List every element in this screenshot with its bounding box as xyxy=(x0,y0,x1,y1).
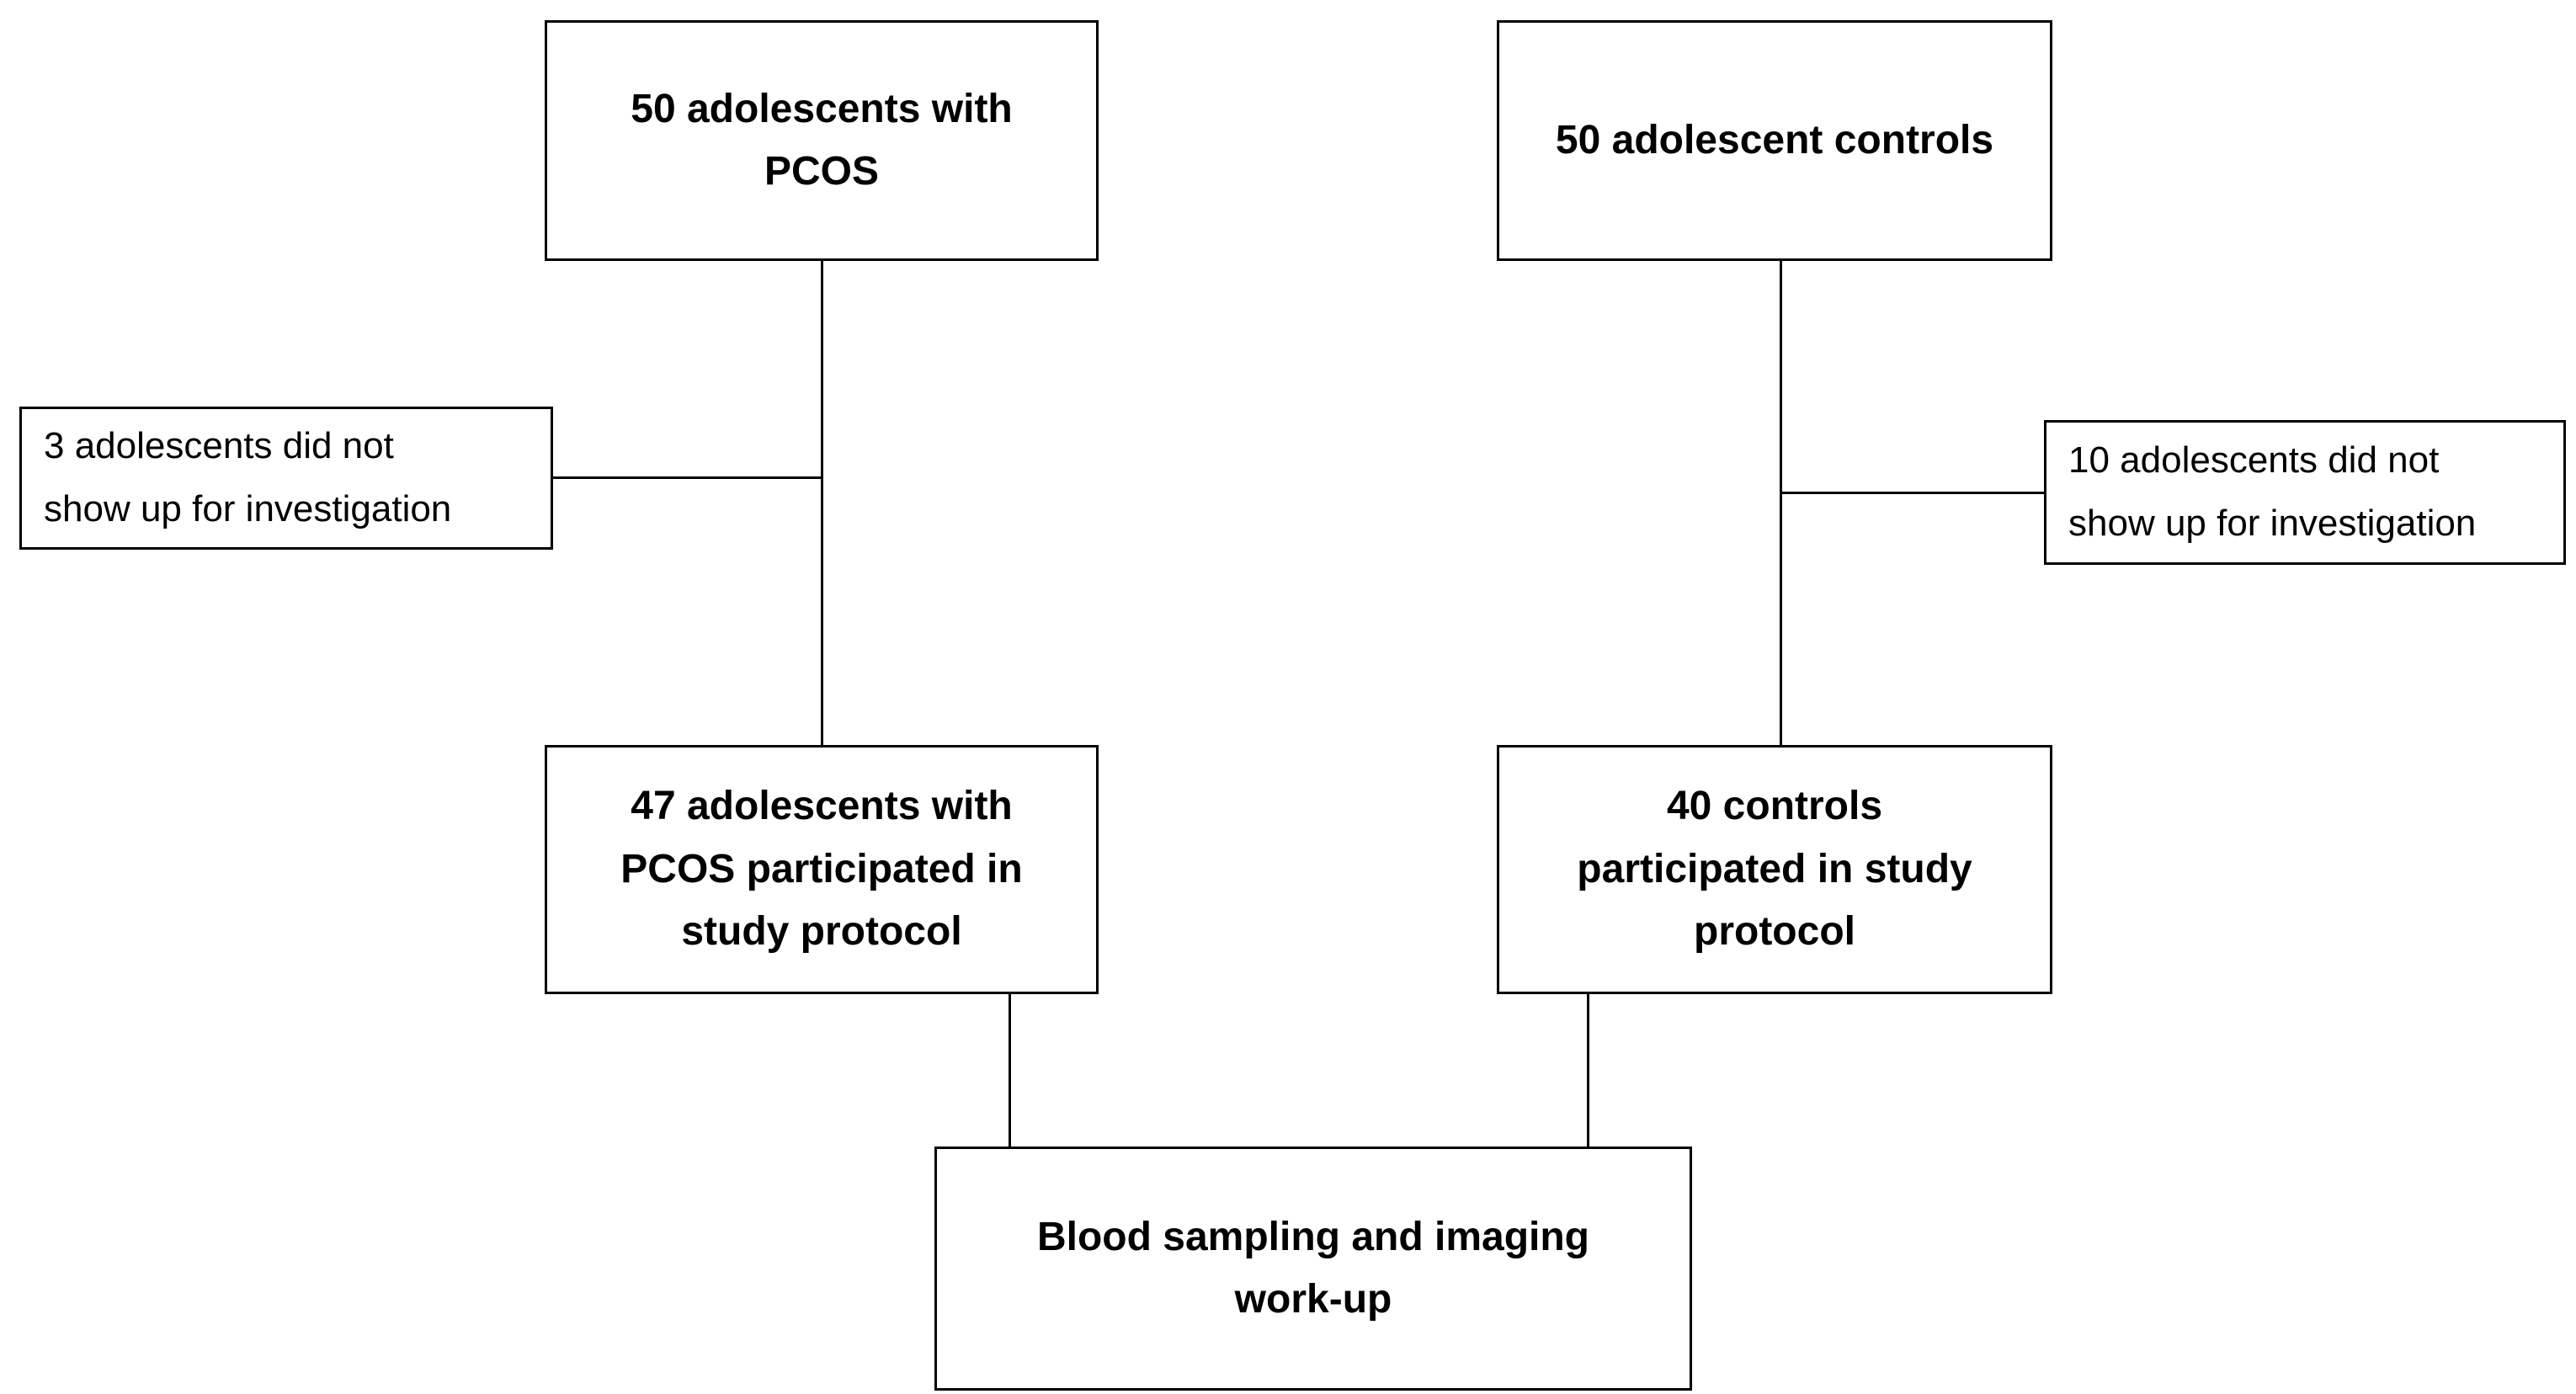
flow-box-workup-label: Blood sampling and imaging work-up xyxy=(1036,1214,1589,1322)
flow-box-pcos-participated-label: 47 adolescents with PCOS participated in… xyxy=(620,784,1023,955)
flow-box-pcos-enrolled-label: 50 adolescents with PCOS xyxy=(631,86,1013,194)
connector-pcos-enrolled-to-participated xyxy=(821,261,823,745)
flow-box-controls-dropout-label: 10 adolescents did not show up for inves… xyxy=(2068,439,2477,544)
flow-box-controls-dropout: 10 adolescents did not show up for inves… xyxy=(2044,420,2566,565)
flow-box-pcos-dropout: 3 adolescents did not show up for invest… xyxy=(19,407,553,550)
flow-box-pcos-participated: 47 adolescents with PCOS participated in… xyxy=(545,745,1099,994)
flow-box-controls-enrolled-label: 50 adolescent controls xyxy=(1555,117,1994,162)
flow-box-controls-participated-label: 40 controls participated in study protoc… xyxy=(1577,784,1972,955)
flow-box-controls-participated: 40 controls participated in study protoc… xyxy=(1497,745,2052,994)
flow-box-workup: Blood sampling and imaging work-up xyxy=(934,1147,1692,1391)
flow-box-pcos-enrolled: 50 adolescents with PCOS xyxy=(545,20,1099,261)
connector-pcos-participated-to-workup xyxy=(1009,994,1011,1147)
connector-controls-enrolled-to-participated xyxy=(1780,261,1782,745)
connector-pcos-dropout-branch xyxy=(553,476,821,479)
connector-controls-participated-to-workup xyxy=(1587,994,1589,1147)
flow-box-controls-enrolled: 50 adolescent controls xyxy=(1497,20,2052,261)
flow-box-pcos-dropout-label: 3 adolescents did not show up for invest… xyxy=(44,425,452,529)
connector-controls-dropout-branch xyxy=(1780,492,2044,494)
